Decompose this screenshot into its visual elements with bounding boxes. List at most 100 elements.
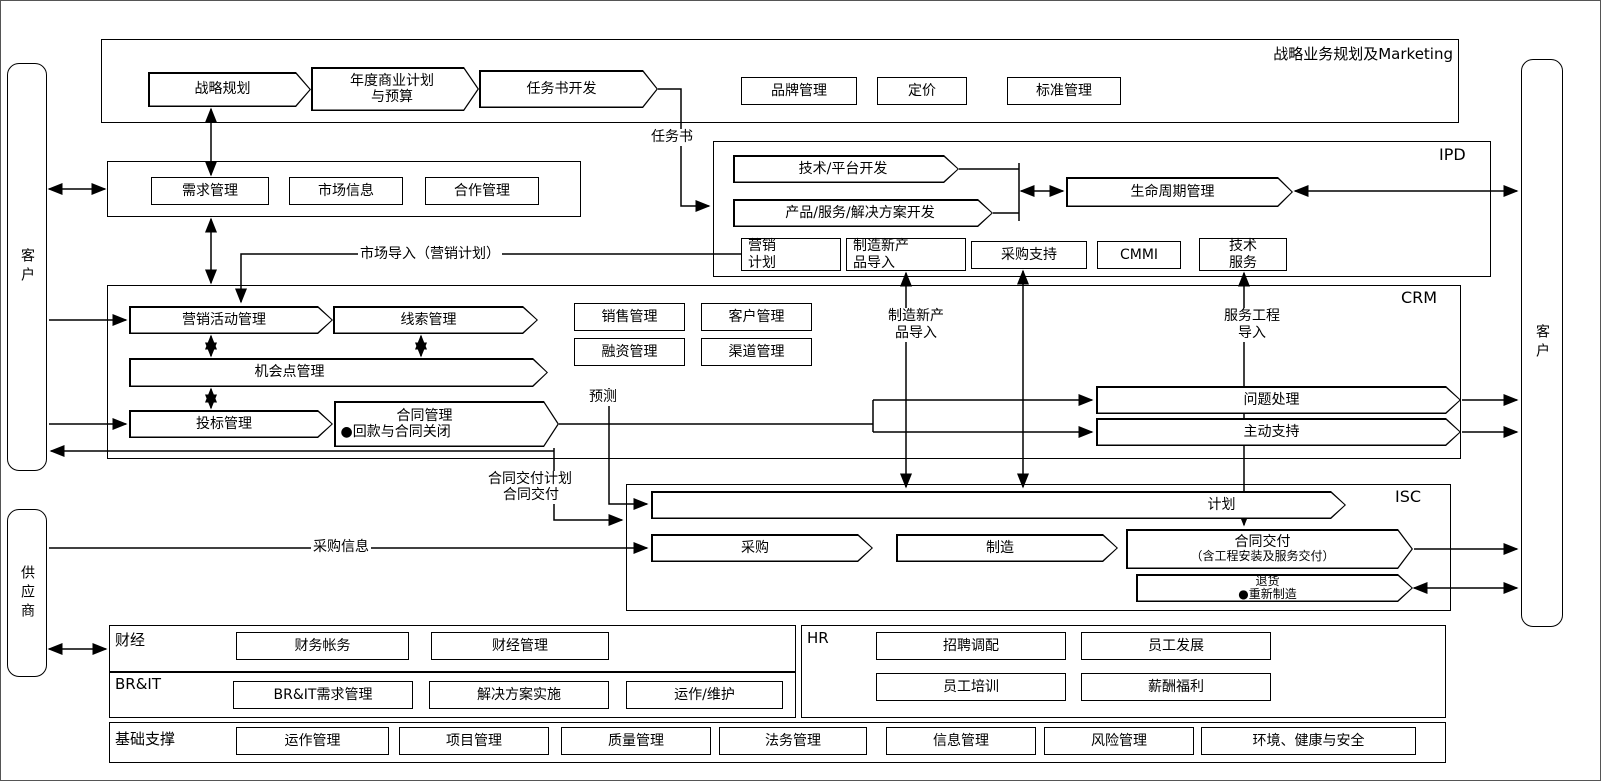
financial-accounting-box: 财务帐务 xyxy=(236,632,409,660)
strategy-title: 战略业务规划及Marketing xyxy=(1273,45,1453,63)
purchase-info-flow-label: 采购信息 xyxy=(311,539,371,556)
ehs-box: 环境、健康与安全 xyxy=(1201,727,1416,755)
chevron-contract-management: 合同管理 ●回款与合同关闭 xyxy=(334,401,559,447)
compensation-benefits-box: 薪酬福利 xyxy=(1081,673,1271,701)
project-management-box: 项目管理 xyxy=(399,727,549,755)
contract-closing-label: ●回款与合同关闭 xyxy=(340,424,451,440)
procurement-support-box: 采购支持 xyxy=(971,241,1087,269)
remanufacture-label: ●重新制造 xyxy=(1238,587,1297,601)
operation-management-box: 运作管理 xyxy=(236,727,389,755)
hr-section xyxy=(801,625,1446,718)
base-support-section xyxy=(109,722,1446,763)
customer-right-rail: 客户 xyxy=(1521,59,1563,627)
issue-handling-label: 问题处理 xyxy=(1098,388,1460,413)
information-management-box: 信息管理 xyxy=(886,727,1036,755)
contract-delivery-label-group: 合同交付 （含工程安装及服务交付） xyxy=(1128,531,1412,568)
annual-business-plan-label: 年度商业计划 与预算 xyxy=(313,69,478,110)
service-eng-flow-label: 服务工程 导入 xyxy=(1202,308,1302,342)
opportunity-management-label: 机会点管理 xyxy=(131,360,547,386)
returns-label-group: 退货 ●重新制造 xyxy=(1138,576,1412,601)
chevron-tech-platform-dev: 技术/平台开发 xyxy=(733,155,959,183)
tech-platform-dev-label: 技术/平台开发 xyxy=(735,157,958,182)
brand-management-box: 品牌管理 xyxy=(741,77,857,105)
chevron-contract-delivery: 合同交付 （含工程安装及服务交付） xyxy=(1126,529,1413,569)
bidding-management-label: 投标管理 xyxy=(131,412,332,437)
chevron-returns: 退货 ●重新制造 xyxy=(1136,574,1413,602)
customer-left-rail: 客户 xyxy=(7,63,47,471)
supplier-rail: 供应商 xyxy=(7,509,47,677)
chevron-lifecycle-management: 生命周期管理 xyxy=(1066,177,1293,207)
chevron-leads-management: 线索管理 xyxy=(333,306,538,334)
forecast-flow-label: 预测 xyxy=(587,389,619,406)
delivery-plan-flow-label: 合同交付计划 xyxy=(486,471,574,488)
crm-section-label: CRM xyxy=(1401,288,1438,307)
legal-management-box: 法务管理 xyxy=(719,727,867,755)
marketing-plan-box: 营销 计划 xyxy=(741,238,841,271)
recruitment-box: 招聘调配 xyxy=(876,632,1066,660)
marketing-activity-label: 营销活动管理 xyxy=(131,308,332,333)
contract-management-label-group: 合同管理 ●回款与合同关闭 xyxy=(336,403,558,446)
contract-delivery-sub-label: （含工程安装及服务交付） xyxy=(1190,549,1335,564)
chevron-strategic-planning: 战略规划 xyxy=(148,72,311,107)
procurement-label: 采购 xyxy=(653,536,872,561)
contract-delivery-label: 合同交付 xyxy=(1234,534,1291,551)
chevron-annual-business-plan: 年度商业计划 与预算 xyxy=(311,67,479,111)
solution-implementation-box: 解决方案实施 xyxy=(429,681,609,709)
cooperation-management-box: 合作管理 xyxy=(425,177,539,205)
standards-management-box: 标准管理 xyxy=(1007,77,1121,105)
customer-management-box: 客户管理 xyxy=(701,303,812,331)
sales-management-box: 销售管理 xyxy=(574,303,685,331)
base-support-label: 基础支撑 xyxy=(115,730,176,748)
chevron-manufacturing: 制造 xyxy=(896,534,1118,562)
chevron-issue-handling: 问题处理 xyxy=(1096,386,1461,414)
finance-management-box: 财经管理 xyxy=(431,632,609,660)
supplier-label: 供应商 xyxy=(19,564,35,622)
market-intro-flow-label: 市场导入（营销计划） xyxy=(358,246,502,263)
delivery-flow-label: 合同交付 xyxy=(501,487,561,504)
npi-flow-label: 制造新产 品导入 xyxy=(867,308,965,342)
returns-label: 退货 xyxy=(1255,573,1280,588)
channel-management-box: 渠道管理 xyxy=(701,338,812,366)
chevron-bidding-management: 投标管理 xyxy=(129,410,333,438)
finance-section-label: 财经 xyxy=(115,631,146,649)
charter-flow-label: 任务书 xyxy=(649,129,695,146)
operation-maintenance-box: 运作/维护 xyxy=(626,681,783,709)
employee-training-box: 员工培训 xyxy=(876,673,1066,701)
chevron-plan: 计划 xyxy=(651,491,1346,519)
cmmi-box: CMMI xyxy=(1097,241,1181,269)
chevron-product-solution-dev: 产品/服务/解决方案开发 xyxy=(733,199,993,227)
product-solution-dev-label: 产品/服务/解决方案开发 xyxy=(735,201,992,226)
brit-section xyxy=(109,672,796,718)
tech-service-box: 技术 服务 xyxy=(1199,238,1287,271)
contract-management-label: 合同管理 xyxy=(396,407,453,424)
chevron-opportunity-management: 机会点管理 xyxy=(129,358,548,387)
charter-development-label: 任务书开发 xyxy=(481,72,657,107)
plan-label: 计划 xyxy=(653,493,1345,518)
strategic-planning-label: 战略规划 xyxy=(150,74,310,106)
risk-management-box: 风险管理 xyxy=(1044,727,1194,755)
leads-management-label: 线索管理 xyxy=(335,308,537,333)
chevron-marketing-activity: 营销活动管理 xyxy=(129,306,333,334)
customer-right-label: 客户 xyxy=(1534,324,1550,362)
lifecycle-management-label: 生命周期管理 xyxy=(1068,179,1292,206)
brit-requirements-box: BR&IT需求管理 xyxy=(233,681,413,709)
chevron-charter-development: 任务书开发 xyxy=(479,70,658,108)
ipd-section xyxy=(713,141,1491,277)
quality-management-box: 质量管理 xyxy=(561,727,711,755)
customer-left-label: 客户 xyxy=(19,248,35,286)
market-info-box: 市场信息 xyxy=(289,177,403,205)
brit-section-label: BR&IT xyxy=(115,675,161,693)
chevron-proactive-support: 主动支持 xyxy=(1096,418,1461,446)
ipd-section-label: IPD xyxy=(1439,145,1466,164)
hr-section-label: HR xyxy=(807,629,829,647)
npi-box: 制造新产 品导入 xyxy=(846,238,966,271)
finance-section xyxy=(109,625,796,672)
employee-development-box: 员工发展 xyxy=(1081,632,1271,660)
financing-management-box: 融资管理 xyxy=(574,338,685,366)
chevron-procurement: 采购 xyxy=(651,534,873,562)
pricing-box: 定价 xyxy=(877,77,967,105)
isc-section-label: ISC xyxy=(1395,487,1422,506)
crm-section xyxy=(107,285,1461,459)
manufacturing-label: 制造 xyxy=(898,536,1117,561)
